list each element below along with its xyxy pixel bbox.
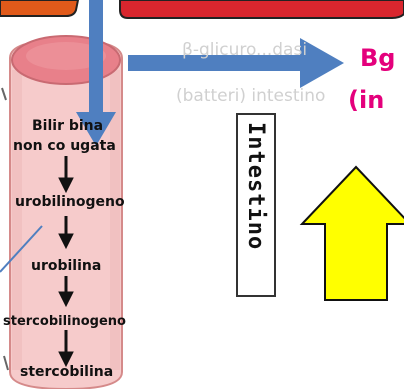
label-urobilinogeno: urobilinogeno bbox=[15, 194, 125, 210]
top-right-bar bbox=[120, 0, 404, 18]
label-urobilina: urobilina bbox=[31, 258, 101, 274]
enzyme-label-line-1: β-glicuro...dasi bbox=[182, 40, 307, 60]
pink-label-line-1: Bg bbox=[360, 44, 395, 72]
yellow-arrow-up bbox=[302, 167, 404, 300]
left-edge-mark-2 bbox=[4, 356, 8, 370]
enzyme-label-line-2: (batteri) intestino bbox=[176, 86, 325, 106]
top-left-bar bbox=[0, 0, 78, 16]
label-stercobilinogeno: stercobilinogeno bbox=[3, 314, 126, 329]
label-stercobilina: stercobilina bbox=[20, 364, 113, 380]
left-edge-mark-1 bbox=[2, 88, 6, 100]
intestino-label: Intestino bbox=[243, 122, 268, 250]
pink-label-line-2: (in bbox=[348, 86, 384, 114]
label-bilirubina-line-1: Bilir bina bbox=[32, 118, 103, 134]
label-bilirubina-line-2: non co ugata bbox=[13, 138, 116, 154]
